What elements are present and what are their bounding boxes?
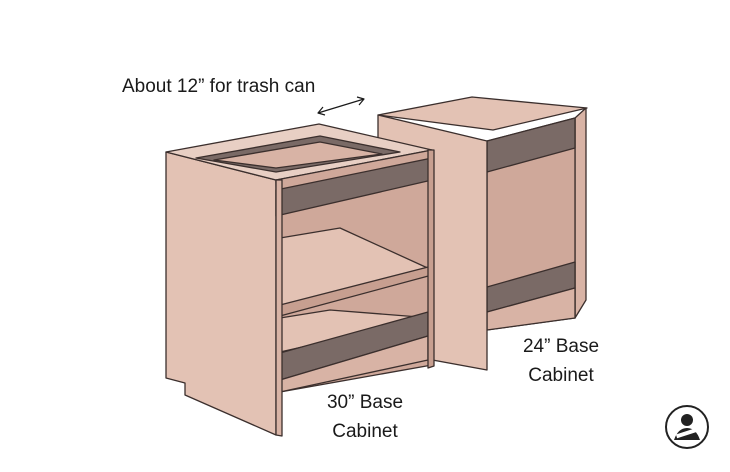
trash-gap-arrow (317, 96, 365, 116)
trash-gap-label: About 12” for trash can (122, 76, 316, 97)
cabinet-30-label-line2: Cabinet (332, 421, 398, 443)
cabinet-30-top-inset (213, 141, 383, 169)
cabinet-24-label-line1: 24” Base (522, 336, 600, 357)
workshop-logo-icon (665, 405, 709, 449)
cabinet-24-label-line2: Cabinet (528, 365, 594, 387)
cabinet-24-label: 24” Base Cabinet (496, 332, 626, 391)
cabinet-24-side-panel (574, 107, 587, 319)
cabinet-30-base (165, 123, 435, 437)
cabinet-30-front-edge (275, 179, 283, 437)
cabinet-30-side-panel (165, 151, 277, 436)
cabinet-30-right-edge (427, 149, 435, 369)
cabinet-30-label: 30” Base Cabinet (300, 388, 430, 447)
cabinet-30-label-line1: 30” Base (326, 392, 404, 413)
cabinet-24-top-rail (377, 96, 588, 131)
